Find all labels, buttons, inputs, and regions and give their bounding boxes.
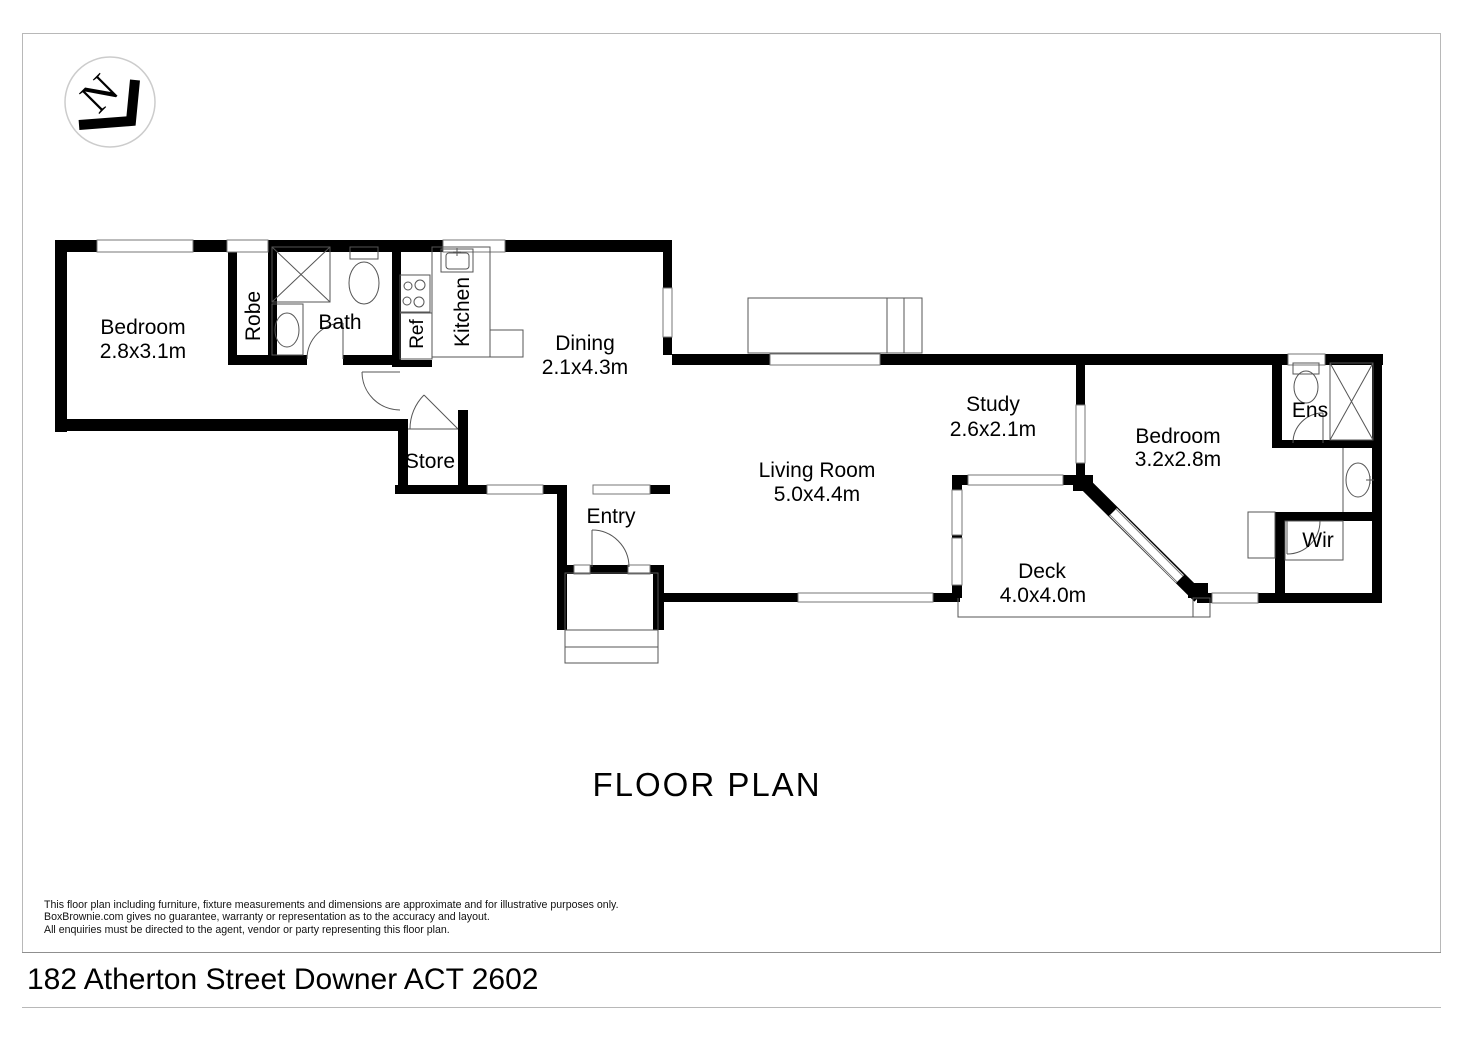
page-title: FLOOR PLAN bbox=[592, 766, 821, 803]
doors bbox=[306, 322, 1324, 568]
room-label-living: Living Room bbox=[759, 459, 876, 482]
room-label-bath: Bath bbox=[318, 311, 361, 334]
toilet-icon bbox=[349, 246, 379, 260]
room-dims-bedroom1: 2.8x3.1m bbox=[100, 340, 186, 363]
room-label-robe: Robe bbox=[242, 291, 265, 341]
room-label-bedroom1: Bedroom bbox=[100, 316, 185, 339]
windows bbox=[96, 239, 1326, 604]
wardrobe-fixtures bbox=[1247, 511, 1344, 561]
vanity-icon bbox=[271, 303, 304, 356]
address-bar: 182 Atherton Street Downer ACT 2602 bbox=[22, 952, 1441, 1008]
room-label-bedroom2: Bedroom bbox=[1135, 425, 1220, 448]
room-label-deck: Deck bbox=[1018, 560, 1066, 583]
room-dims-living: 5.0x4.4m bbox=[774, 483, 860, 506]
north-arrow-icon: N bbox=[64, 56, 156, 148]
ensuite-fixtures bbox=[1292, 362, 1374, 512]
room-dims-study: 2.6x2.1m bbox=[950, 418, 1036, 441]
bench-return bbox=[489, 329, 524, 358]
disclaimer-text: This floor plan including furniture, fix… bbox=[44, 899, 619, 936]
room-label-ref: Ref bbox=[407, 319, 428, 349]
kitchen-fixtures bbox=[399, 246, 524, 360]
property-address: 182 Atherton Street Downer ACT 2602 bbox=[27, 963, 539, 996]
shower-icon bbox=[1329, 362, 1374, 441]
room-label-wir: Wir bbox=[1302, 529, 1333, 552]
disclaimer-line-2: BoxBrownie.com gives no guarantee, warra… bbox=[44, 911, 490, 924]
bath-fixtures bbox=[271, 246, 380, 356]
room-dims-bedroom2: 3.2x2.8m bbox=[1135, 448, 1221, 471]
stove-icon bbox=[399, 274, 431, 313]
bench-counter bbox=[431, 246, 491, 358]
entry-porch-steps bbox=[564, 572, 659, 664]
room-label-store: Store bbox=[405, 450, 455, 473]
room-dims-deck: 4.0x4.0m bbox=[1000, 584, 1086, 607]
room-label-kitchen: Kitchen bbox=[451, 277, 474, 347]
fridge-icon bbox=[399, 312, 433, 360]
disclaimer-line-3: All enquiries must be directed to the ag… bbox=[44, 923, 450, 936]
toilet-icon bbox=[1292, 362, 1320, 375]
room-label-entry: Entry bbox=[586, 505, 636, 528]
room-label-dining: Dining bbox=[555, 332, 615, 355]
room-dims-dining: 2.1x4.3m bbox=[542, 356, 628, 379]
rear-pergola bbox=[747, 297, 923, 354]
room-label-study: Study bbox=[966, 393, 1020, 416]
disclaimer-line-1: This floor plan including furniture, fix… bbox=[44, 899, 619, 911]
deck-outline bbox=[957, 597, 1211, 618]
deck-diagonal-wall bbox=[1075, 474, 1204, 602]
shower-icon bbox=[271, 246, 331, 303]
room-labels: Bedroom 2.8x3.1m Robe Bath Ref Kitchen D… bbox=[100, 277, 1334, 607]
room-label-ens: Ens bbox=[1292, 399, 1328, 422]
